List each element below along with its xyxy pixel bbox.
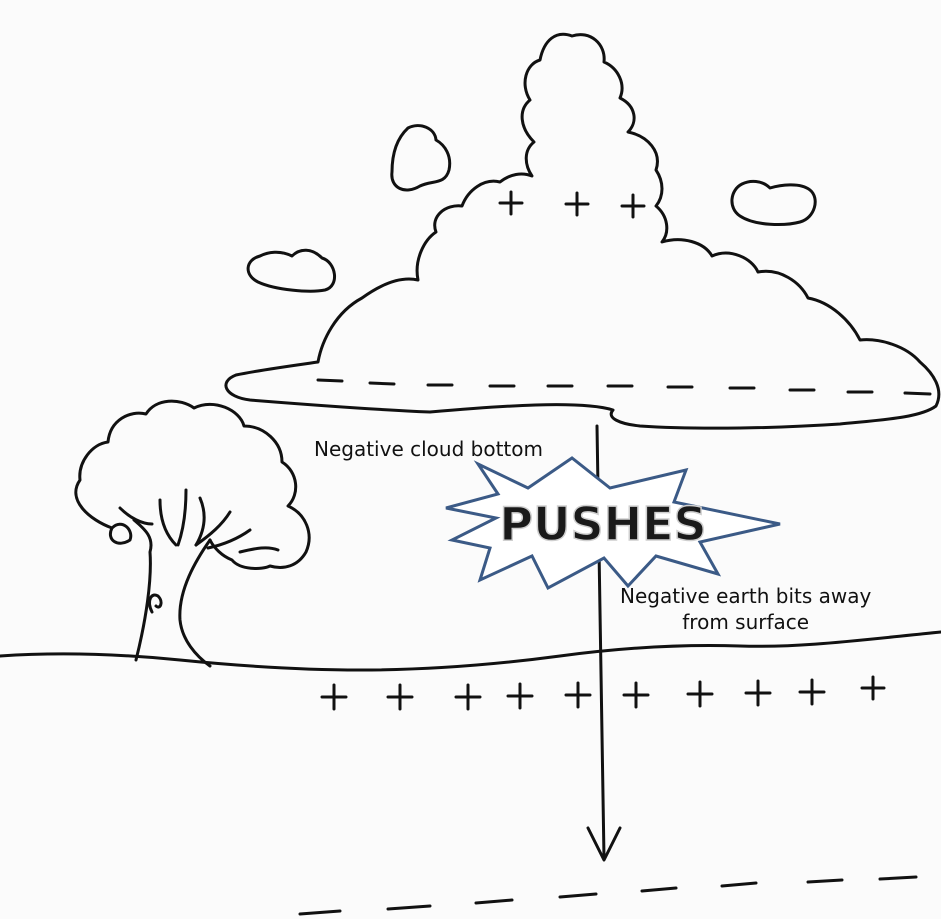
negative-cloud-bottom-label: Negative cloud bottom bbox=[314, 437, 543, 461]
tree bbox=[74, 399, 311, 668]
negative-earth-bits-label-line1: Negative earth bits away bbox=[620, 584, 872, 608]
negative-earth-bits-label: Negative earth bits away from surface bbox=[620, 583, 871, 635]
ground-positive-charges bbox=[320, 675, 886, 711]
ground-line bbox=[0, 630, 941, 672]
pushes-burst bbox=[445, 456, 781, 591]
small-cloud-right bbox=[730, 179, 817, 226]
cloud-negative-charges bbox=[316, 378, 932, 396]
negative-earth-bits-label-line2: from surface bbox=[682, 610, 810, 634]
storm-cloud-outline bbox=[224, 32, 941, 430]
small-cloud-middle bbox=[246, 248, 336, 293]
earth-negative-charges bbox=[298, 875, 918, 916]
pushes-text: PUSHES bbox=[499, 497, 706, 551]
cloud-positive-charges bbox=[498, 190, 646, 219]
small-cloud-left bbox=[390, 124, 452, 192]
